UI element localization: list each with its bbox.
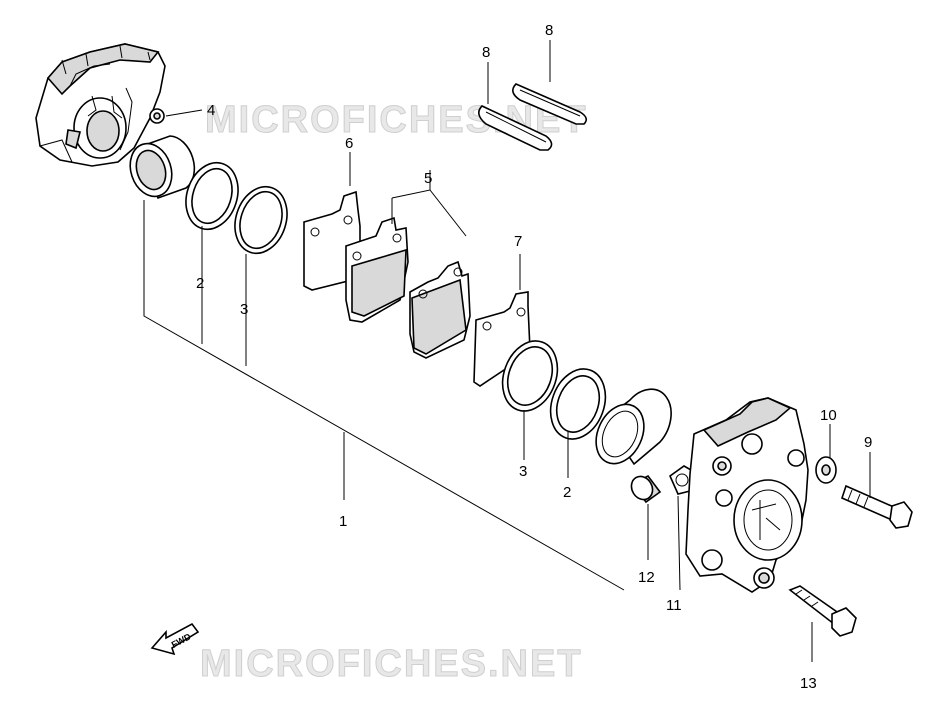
- part-1-piston-right[interactable]: [587, 388, 672, 471]
- leader-lines: [143, 40, 871, 662]
- callout-8b: 8: [545, 22, 553, 39]
- part-10-washer[interactable]: [815, 456, 837, 484]
- part-3-dust-seal-right[interactable]: [493, 333, 566, 418]
- callout-labels: 1 2 3 4 5 6 7 8 8 3 2 12 11 10 9 13: [196, 22, 872, 692]
- fwd-direction-arrow: FWD: [150, 622, 200, 656]
- callout-9: 9: [864, 434, 872, 451]
- watermark-bottom: MICROFICHES.NET: [200, 643, 583, 685]
- callout-3a: 3: [240, 301, 248, 318]
- part-8-pad-spring-upper[interactable]: [512, 83, 588, 125]
- part-13-bolt[interactable]: [788, 585, 857, 637]
- callout-11: 11: [666, 597, 682, 614]
- part-7-shim[interactable]: [473, 291, 531, 387]
- callout-3b: 3: [519, 463, 527, 480]
- callout-13: 13: [800, 675, 817, 692]
- callout-2a: 2: [196, 275, 204, 292]
- watermark-top: MICROFICHES.NET: [205, 99, 588, 141]
- callout-4: 4: [207, 102, 215, 119]
- part-12-bleeder-cap[interactable]: [627, 473, 662, 504]
- part-2-seal-right[interactable]: [541, 361, 614, 446]
- callout-12: 12: [638, 569, 655, 586]
- callout-2b: 2: [563, 484, 571, 501]
- part-8-pad-spring-lower[interactable]: [478, 105, 553, 151]
- part-2-seal-left[interactable]: [178, 156, 247, 236]
- part-9-bolt[interactable]: [841, 484, 913, 529]
- callout-10: 10: [820, 407, 837, 424]
- callout-1: 1: [339, 513, 347, 530]
- callout-6: 6: [345, 135, 353, 152]
- part-5-brake-pads[interactable]: [345, 216, 471, 359]
- part-4-washer[interactable]: [149, 108, 165, 124]
- callout-8a: 8: [482, 44, 490, 61]
- part-3-dust-seal-left[interactable]: [227, 180, 296, 260]
- callout-5: 5: [424, 170, 432, 187]
- caliper-body-left[interactable]: [35, 43, 166, 167]
- caliper-body-right[interactable]: [685, 397, 809, 593]
- callout-7: 7: [514, 233, 522, 250]
- part-1-piston[interactable]: [124, 135, 196, 202]
